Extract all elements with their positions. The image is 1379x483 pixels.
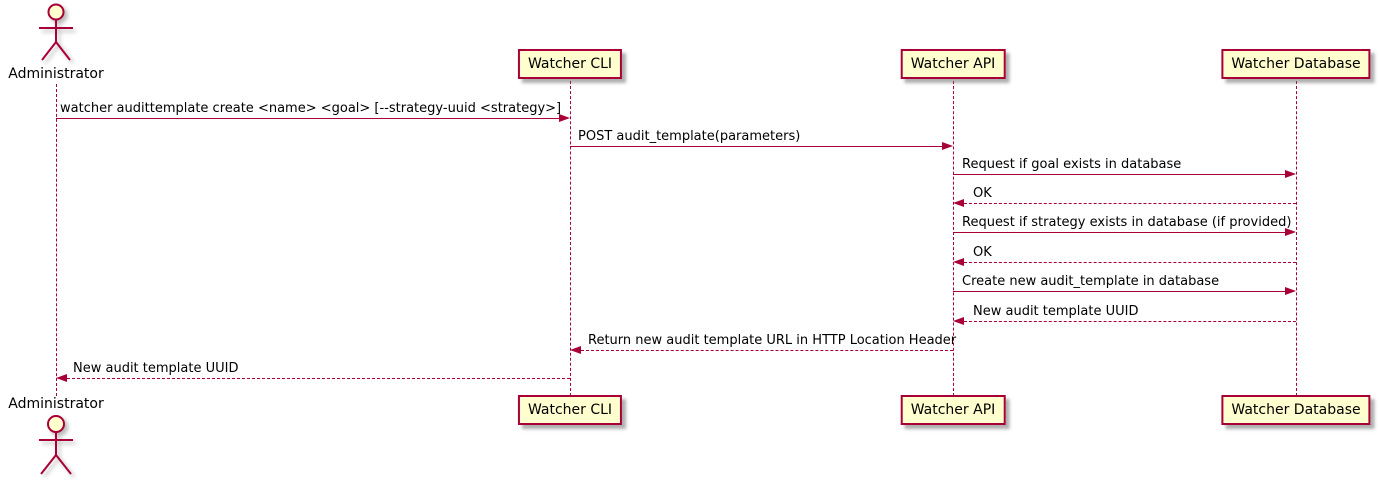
message-10-label: New audit template UUID [73,361,239,376]
message-2-line [570,146,942,147]
message-8-line [964,321,1296,322]
administrator-actor-icon-bottom [39,415,73,475]
lifeline-watcher-api [953,81,954,396]
message-4-arrowhead-icon [953,199,964,207]
administrator-actor-icon-top [39,3,73,61]
message-9-arrowhead-icon [570,346,581,354]
message-7-line [953,291,1285,292]
message-5-label: Request if strategy exists in database (… [962,215,1292,230]
message-5-arrowhead-icon [1285,228,1296,236]
lifeline-watcher-database [1296,81,1297,396]
message-2-arrowhead-icon [942,142,953,150]
message-6-arrowhead-icon [953,258,964,266]
message-10-arrowhead-icon [56,374,67,382]
lifeline-watcher-cli [570,81,571,396]
participant-box-watcher-cli-bottom: Watcher CLI [517,395,623,425]
message-8-arrowhead-icon [953,317,964,325]
message-1-line [56,118,559,119]
message-3-line [953,174,1285,175]
message-6-line [964,262,1296,263]
participant-box-watcher-api-bottom: Watcher API [900,395,1006,425]
message-10-line [67,378,570,379]
participant-box-watcher-api-top: Watcher API [900,49,1006,79]
message-7-label: Create new audit_template in database [962,274,1220,289]
message-1-label: watcher audittemplate create <name> <goa… [60,101,562,116]
message-8-label: New audit template UUID [973,304,1139,319]
message-9-line [581,350,953,351]
message-5-line [953,232,1285,233]
participant-box-watcher-database-top: Watcher Database [1221,49,1371,79]
message-2-label: POST audit_template(parameters) [578,129,801,144]
message-7-arrowhead-icon [1285,287,1296,295]
message-4-line [964,203,1296,204]
message-9-label: Return new audit template URL in HTTP Lo… [588,333,957,348]
message-1-arrowhead-icon [559,114,570,122]
participant-box-watcher-database-bottom: Watcher Database [1221,395,1371,425]
participant-box-watcher-cli-top: Watcher CLI [517,49,623,79]
lifeline-administrator [56,84,57,396]
actor-label-administrator-top: Administrator [8,66,104,82]
actor-label-administrator-bottom: Administrator [8,396,104,412]
message-6-label: OK [973,245,992,260]
message-3-label: Request if goal exists in database [962,157,1182,172]
message-4-label: OK [973,186,992,201]
message-3-arrowhead-icon [1285,170,1296,178]
